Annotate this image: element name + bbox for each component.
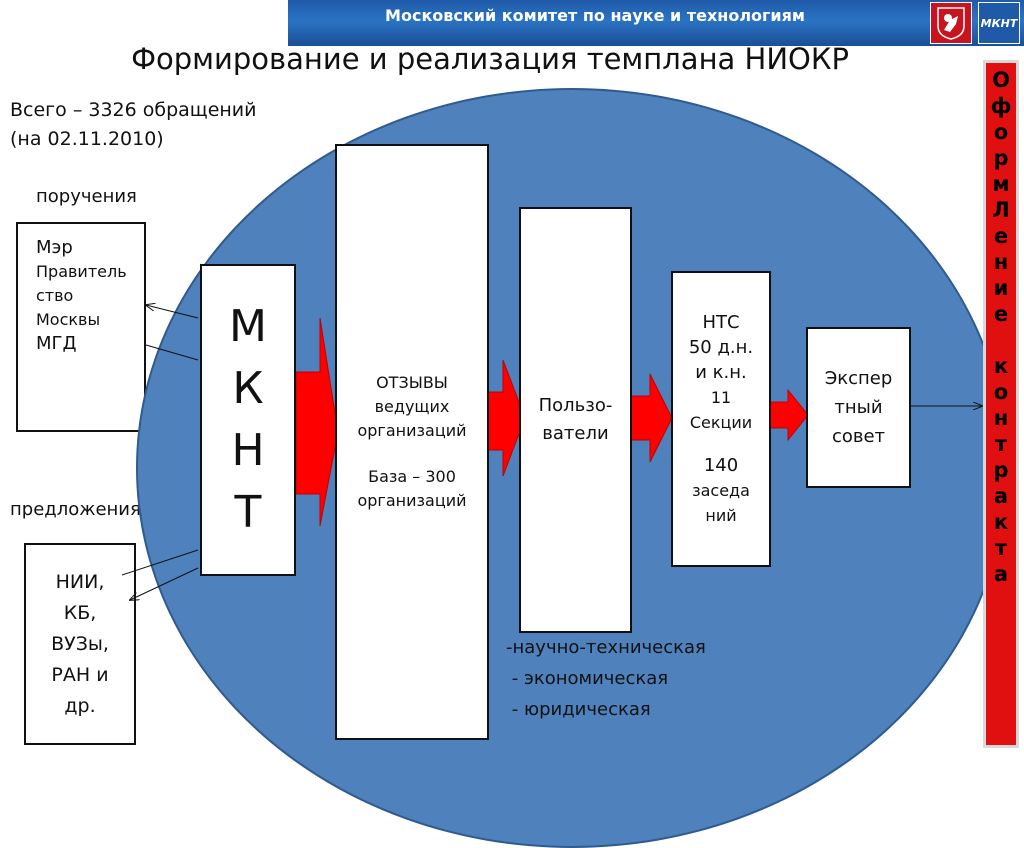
- institutes-line-3: ВУЗы,: [51, 632, 109, 655]
- moscow-line: Москвы: [36, 310, 101, 329]
- total-requests-count: Всего – 3326 обращений: [10, 99, 257, 121]
- base-line-1: База – 300: [368, 467, 456, 486]
- users-box: Пользо- ватели: [519, 207, 632, 633]
- thin-line-from-mayor: [145, 344, 199, 361]
- reviews-line-2: ведущих: [374, 397, 450, 416]
- sidebar-letter: е: [993, 224, 1009, 248]
- mknt-logo-icon: МКНТ: [978, 2, 1020, 44]
- moscow-coat-of-arms-icon: [930, 2, 972, 44]
- sidebar-letter: и: [993, 276, 1009, 300]
- sidebar-letter: О: [992, 68, 1010, 92]
- institutes-box: НИИ, КБ, ВУЗы, РАН и др.: [24, 543, 136, 745]
- sidebar-letter: р: [993, 146, 1009, 170]
- institutes-line-1: НИИ,: [55, 570, 105, 593]
- sidebar-letter: н: [993, 406, 1009, 430]
- nts-meetings-count: 140: [703, 455, 739, 476]
- total-requests-date: (на 02.11.2010): [10, 128, 164, 150]
- expert-line-1: Экспер: [824, 368, 893, 389]
- nts-sections-count: 11: [710, 388, 732, 407]
- red-arrow-mknt-reviews: [295, 317, 339, 527]
- users-line-2: ватели: [542, 423, 609, 444]
- sidebar-letter: а: [993, 562, 1009, 586]
- government-line-2: ство: [36, 286, 74, 305]
- reviews-line-3: организаций: [357, 421, 467, 440]
- sidebar-letter: е: [993, 302, 1009, 326]
- sidebar-letter: т: [994, 536, 1008, 560]
- header-bar: [288, 0, 1024, 46]
- red-arrow-users-nts: [629, 373, 673, 463]
- expertise-type-legal: - юридическая: [506, 699, 651, 720]
- red-arrow-nts-expert: [769, 388, 809, 442]
- nts-title: НТС: [702, 312, 740, 333]
- sidebar-letter: к: [993, 354, 1009, 378]
- users-line-1: Пользо-: [538, 395, 613, 416]
- reviews-line-1: ОТЗЫВЫ: [376, 373, 448, 392]
- expertise-type-scientific: -научно-техническая: [506, 637, 706, 658]
- nts-meetings-label-2: ний: [705, 506, 737, 525]
- sidebar-letter: ф: [990, 94, 1012, 118]
- mknt-letter-4: Т: [234, 487, 262, 538]
- sidebar-letter: Л: [992, 198, 1010, 222]
- sidebar-letter: н: [993, 250, 1009, 274]
- base-line-2: организаций: [357, 491, 467, 510]
- nts-members-2: и к.н.: [695, 362, 747, 383]
- sidebar-letter: а: [993, 484, 1009, 508]
- nts-box: НТС 50 д.н. и к.н. 11 Секции 140 заседа …: [671, 271, 771, 567]
- expert-line-3: совет: [831, 426, 886, 447]
- mayor-government-box: Мэр Правитель ство Москвы МГД: [16, 222, 146, 432]
- institutes-line-2: КБ,: [63, 601, 97, 624]
- proposals-label: предложения: [10, 499, 141, 520]
- nts-members-1: 50 д.н.: [688, 337, 754, 358]
- reviews-box: ОТЗЫВЫ ведущих организаций База – 300 ор…: [335, 144, 489, 740]
- mayor-line: Мэр: [36, 237, 73, 258]
- expertise-types-list: -научно-техническая - экономическая - юр…: [506, 632, 706, 725]
- expert-line-2: тный: [834, 397, 883, 418]
- header-organization: Московский комитет по науке и технология…: [385, 6, 805, 25]
- thin-line-from-institutes: [121, 549, 199, 576]
- institutes-line-5: др.: [64, 694, 96, 717]
- sidebar-letter: м: [992, 172, 1010, 196]
- expert-council-box: Экспер тный совет: [806, 327, 911, 488]
- contract-sidebar: О ф о р м Л е н и е к о н т р а к т а: [983, 60, 1019, 748]
- institutes-line-4: РАН и: [51, 663, 109, 686]
- mknt-letter-1: М: [229, 301, 267, 352]
- sidebar-letter: о: [993, 120, 1009, 144]
- flow-arrows: [121, 0, 1024, 768]
- government-line-1: Правитель: [36, 262, 127, 281]
- mknt-letter-3: Н: [231, 425, 265, 476]
- sidebar-letter: о: [993, 380, 1009, 404]
- page-title: Формирование и реализация темплана НИОКР: [131, 42, 849, 76]
- nts-sections-label: Секции: [689, 413, 753, 432]
- nts-meetings-label-1: заседа: [692, 481, 750, 500]
- sidebar-letter: т: [994, 432, 1008, 456]
- mknt-box: М К Н Т: [200, 264, 296, 576]
- mgd-line: МГД: [36, 333, 77, 354]
- sidebar-letter: к: [993, 510, 1009, 534]
- expertise-type-economic: - экономическая: [506, 668, 669, 689]
- sidebar-letter: р: [993, 458, 1009, 482]
- total-requests: Всего – 3326 обращений (на 02.11.2010): [10, 96, 257, 154]
- mknt-letter-2: К: [232, 363, 264, 414]
- thin-arrow-to-mayor: [146, 305, 199, 319]
- orders-label: поручения: [36, 186, 137, 207]
- thin-arrow-to-institutes: [130, 567, 199, 600]
